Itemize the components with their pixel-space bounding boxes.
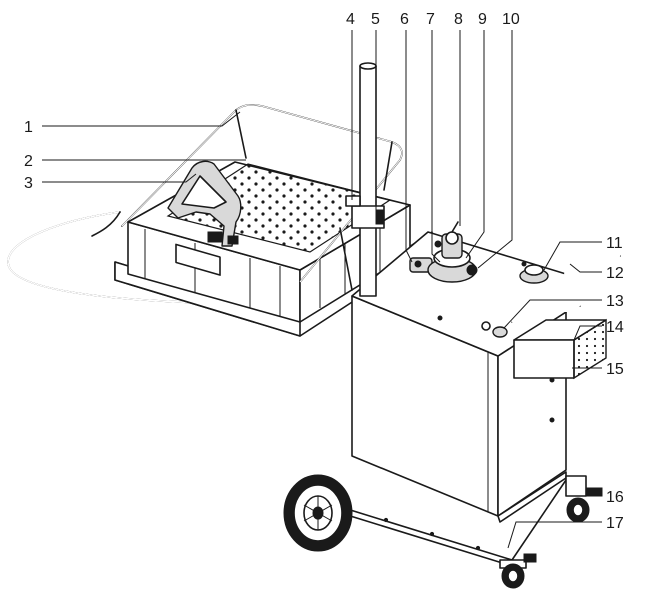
callouts: 1 2 3 4 5 6 7 8 9 10 11 12 13 14 15 16 1… <box>24 11 624 532</box>
callout-4: 4 <box>346 11 355 28</box>
rear-caster <box>565 475 603 523</box>
callout-12: 12 <box>606 265 624 282</box>
tool-basket <box>513 318 607 380</box>
callout-10: 10 <box>502 11 520 28</box>
callout-14: 14 <box>606 319 624 336</box>
front-caster <box>499 553 537 589</box>
callout-6: 6 <box>400 11 409 28</box>
leader-lines <box>42 30 603 549</box>
callout-2: 2 <box>24 153 33 170</box>
callout-17: 17 <box>606 515 624 532</box>
vertical-post <box>339 62 385 297</box>
callout-7: 7 <box>426 11 435 28</box>
spray-gun <box>167 160 242 247</box>
callout-3: 3 <box>24 175 33 192</box>
top-fittings <box>409 221 549 338</box>
callout-13: 13 <box>606 293 624 310</box>
callout-15: 15 <box>606 361 624 378</box>
callout-5: 5 <box>371 11 380 28</box>
callout-16: 16 <box>606 489 624 506</box>
callout-8: 8 <box>454 11 463 28</box>
callout-9: 9 <box>478 11 487 28</box>
large-wheel <box>283 474 353 552</box>
trolley-base <box>283 471 603 589</box>
callout-11: 11 <box>606 235 623 252</box>
callout-1: 1 <box>24 119 33 136</box>
